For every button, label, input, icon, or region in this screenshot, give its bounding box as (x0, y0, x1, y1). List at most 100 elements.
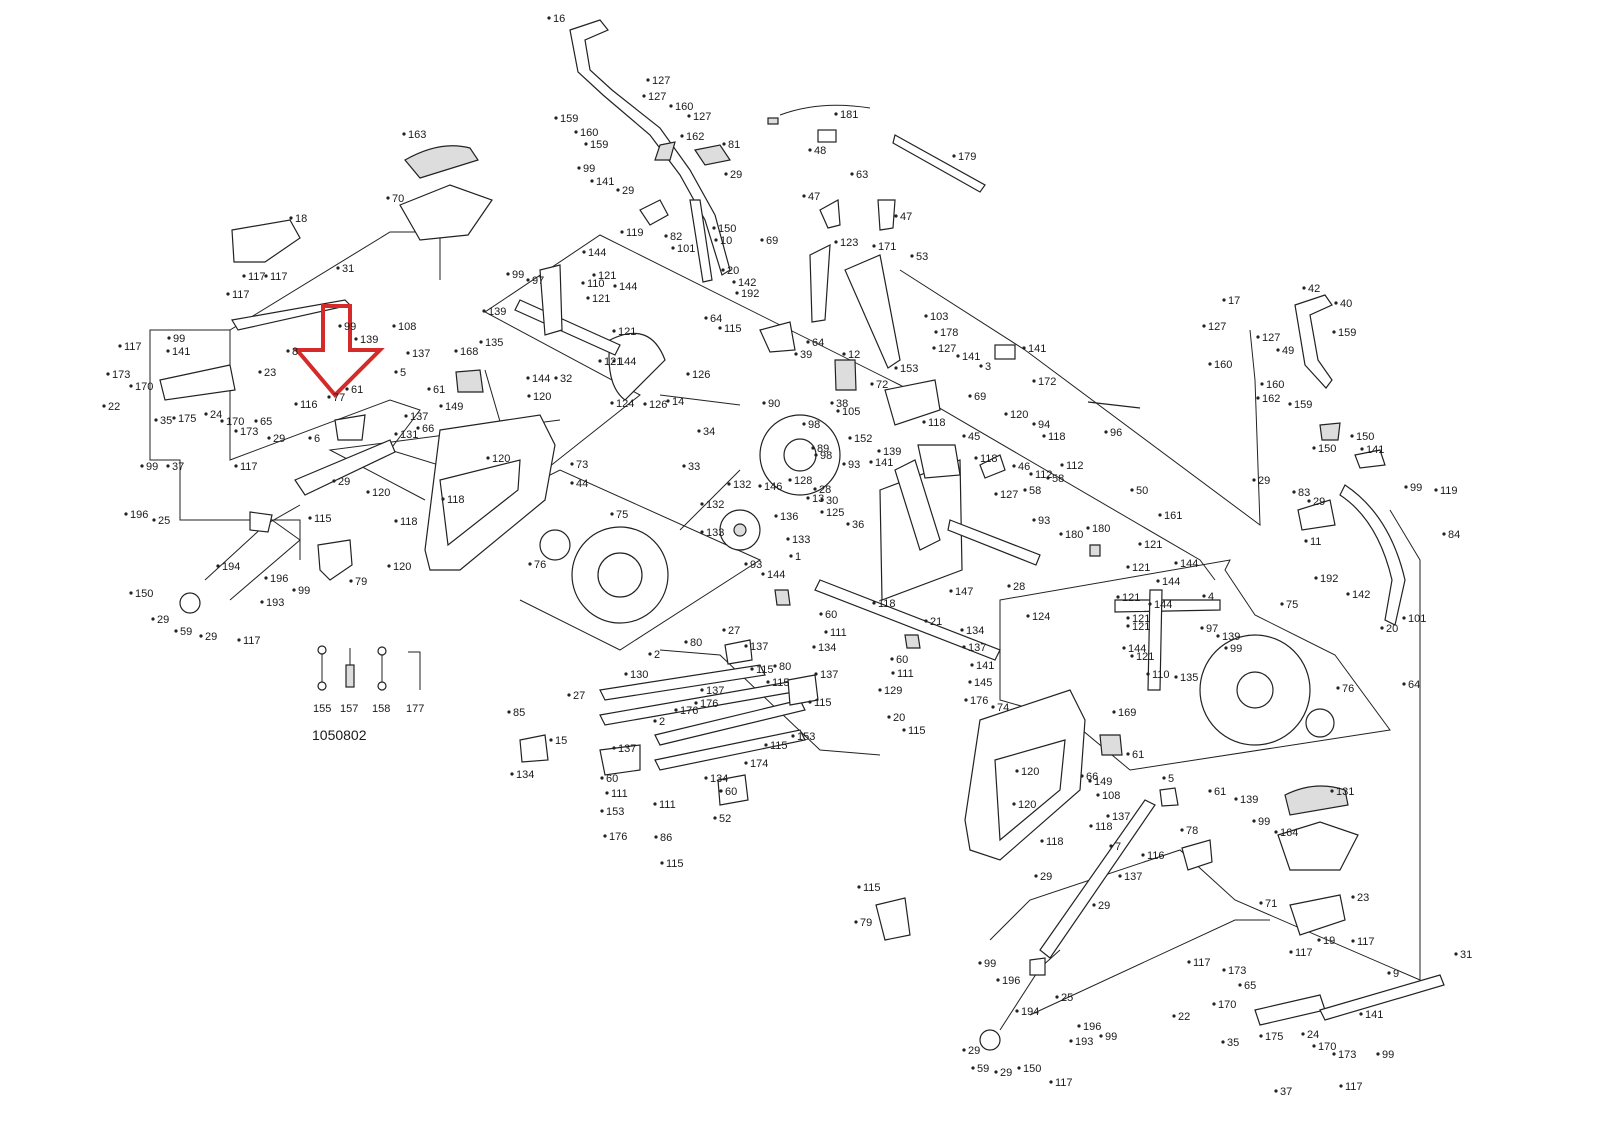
leader-dot (264, 576, 268, 580)
part-number-label: 28 (1013, 581, 1025, 593)
leader-dot (1012, 802, 1016, 806)
part-number-label: 59 (977, 1063, 989, 1075)
leader-dot (1104, 430, 1108, 434)
part-number-label: 98 (808, 419, 820, 431)
part-number-label: 123 (840, 237, 858, 249)
leader-dot (1130, 654, 1134, 658)
part-number-label: 29 (622, 185, 634, 197)
leader-dot (1359, 1012, 1363, 1016)
part-number-label: 137 (968, 642, 986, 654)
part-number-label: 60 (825, 609, 837, 621)
part-number-label: 134 (818, 642, 836, 654)
leader-dot (267, 436, 271, 440)
part-number-label: 121 (598, 270, 616, 282)
part-number-label: 35 (160, 415, 172, 427)
part-number-label: 34 (703, 426, 715, 438)
leader-dot (786, 537, 790, 541)
part-number-label: 118 (1095, 821, 1113, 833)
leader-dot (237, 638, 241, 642)
part-number-label: 153 (900, 363, 918, 375)
part-number-label: 193 (1075, 1036, 1093, 1048)
part-number-label: 14 (672, 396, 684, 408)
leader-dot (819, 612, 823, 616)
part-number-label: 176 (680, 705, 698, 717)
part-number-label: 137 (1124, 871, 1142, 883)
part-number-label: 101 (1408, 613, 1426, 625)
leader-dot (1434, 488, 1438, 492)
leader-dot (802, 194, 806, 198)
open-wrench-icon (377, 646, 387, 691)
part-number-label: 65 (260, 416, 272, 428)
leader-dot (416, 426, 420, 430)
part-number-label: 29 (730, 169, 742, 181)
part-number-label: 144 (1154, 599, 1172, 611)
leader-dot (1158, 513, 1162, 517)
leader-dot (820, 510, 824, 514)
leader-dot (719, 789, 723, 793)
part-number-label: 160 (1214, 359, 1232, 371)
part-number-label: 124 (616, 398, 634, 410)
part-number-label: 82 (670, 231, 682, 243)
part-number-label: 22 (108, 401, 120, 413)
part-number-label: 127 (1000, 489, 1018, 501)
part-number-label: 192 (1320, 573, 1338, 585)
leader-dot (962, 645, 966, 649)
leader-dot (1138, 542, 1142, 546)
leader-dot (922, 420, 926, 424)
part-number-label: 5 (400, 367, 406, 379)
part-number-label: 75 (616, 509, 628, 521)
part-number-label: 99 (1382, 1049, 1394, 1061)
leader-dot (292, 588, 296, 592)
part-number-label: 168 (460, 346, 478, 358)
part-number-label: 99 (344, 321, 356, 333)
leader-dot (1109, 844, 1113, 848)
part-number-label: 170 (1218, 999, 1236, 1011)
part-number-label: 141 (875, 457, 893, 469)
leader-dot (1276, 348, 1280, 352)
leader-dot (814, 453, 818, 457)
part-number-label: 112 (1035, 469, 1053, 481)
part-number-label: 121 (1144, 539, 1162, 551)
leader-dot (666, 399, 670, 403)
part-number-label: 9 (1393, 968, 1399, 980)
leader-dot (1332, 1052, 1336, 1056)
part-number-label: 137 (750, 641, 768, 653)
leader-dot (166, 464, 170, 468)
leader-dot (151, 617, 155, 621)
leader-dot (332, 479, 336, 483)
leader-dot (979, 364, 983, 368)
leader-dot (1174, 561, 1178, 565)
part-number-label: 117 (232, 289, 250, 301)
part-number-label: 118 (1048, 431, 1066, 443)
leader-dot (441, 497, 445, 501)
part-number-label: 174 (750, 758, 768, 770)
part-number-label: 20 (893, 712, 905, 724)
part-number-label: 118 (878, 598, 896, 610)
leader-dot (1172, 1014, 1176, 1018)
part-number-label: 75 (1286, 599, 1298, 611)
leader-dot (727, 482, 731, 486)
part-number-label: 150 (1356, 431, 1374, 443)
leader-dot (968, 680, 972, 684)
part-number-label: 29 (1258, 475, 1270, 487)
leader-dot (439, 404, 443, 408)
part-number-label: 64 (1408, 679, 1420, 691)
part-number-label: 139 (1222, 631, 1240, 643)
part-number-label: 115 (724, 323, 742, 335)
leader-dot (264, 274, 268, 278)
part-number-label: 131 (400, 429, 418, 441)
leader-dot (712, 226, 716, 230)
leader-dot (714, 238, 718, 242)
leader-dot (1126, 565, 1130, 569)
part-number-label: 111 (659, 799, 676, 811)
part-number-label: 31 (342, 263, 354, 275)
leader-dot (204, 412, 208, 416)
part-number-label: 6 (314, 433, 320, 445)
leader-dot (761, 572, 765, 576)
leader-dot (1312, 446, 1316, 450)
leader-dot (700, 688, 704, 692)
leader-dot (971, 1066, 975, 1070)
leader-dot (653, 802, 657, 806)
part-number-label: 96 (1110, 427, 1122, 439)
part-number-label: 149 (445, 401, 463, 413)
